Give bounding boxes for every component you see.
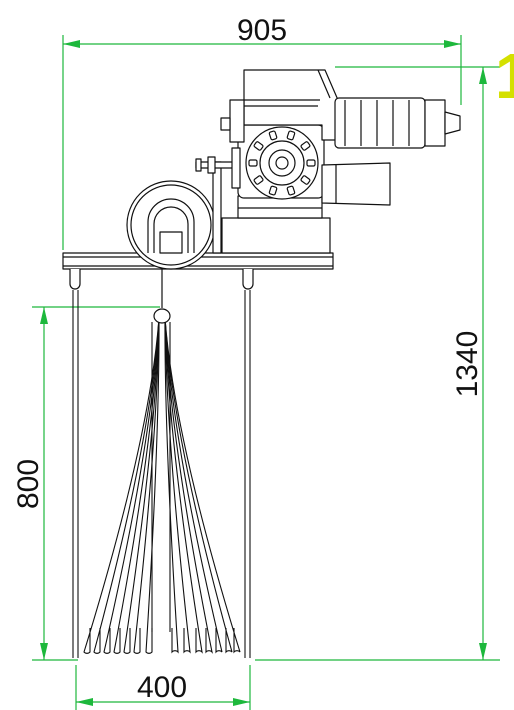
dim-top-arrow-right: [444, 40, 461, 48]
rail-hook-right: [242, 269, 254, 290]
dim-bottom-value: 400: [137, 671, 187, 704]
gear-core: [275, 156, 289, 170]
gear-slot: [300, 141, 311, 151]
cable-strand: [123, 317, 160, 654]
gearbox-flange: [231, 147, 241, 189]
cable-top-loop: [153, 269, 171, 324]
cable-strand: [83, 317, 160, 654]
dim-left-value: 800: [12, 459, 45, 509]
cable-strand: [164, 317, 213, 654]
motor-cylinder: [334, 97, 426, 149]
gear-slot: [248, 159, 258, 167]
dim-right-arrow-bottom: [479, 643, 487, 660]
gear-slot: [286, 185, 296, 196]
motor-pedestal: [221, 217, 331, 254]
motor-end-cap: [424, 99, 446, 147]
support-post: [212, 161, 222, 254]
cable-strand: [113, 317, 160, 654]
cable-strand: [103, 317, 160, 654]
dim-top-value: 905: [237, 14, 287, 47]
dimension-lines: [32, 35, 500, 710]
cable-strand: [164, 317, 191, 654]
dim-left-arrow-bottom: [40, 643, 48, 660]
capacitor-cylinder: [321, 162, 391, 206]
rail-hook-left: [69, 269, 81, 290]
figure-number-badge: 1: [495, 40, 514, 112]
dim-bottom-arrow-right: [233, 698, 250, 706]
gear-slot: [286, 130, 296, 141]
dim-right-arrow-top: [479, 67, 487, 84]
dim-top-arrow-left: [63, 40, 80, 48]
cable-strand: [164, 317, 223, 654]
dim-right-value: 1340: [451, 331, 484, 398]
motor-fins: [344, 100, 410, 146]
gear-slot: [268, 185, 278, 196]
cable-strand: [164, 317, 241, 654]
cable-strand: [164, 317, 203, 654]
motor-cover-tab: [220, 117, 231, 131]
cable-gather-ring: [153, 308, 171, 324]
gear-slot: [253, 141, 264, 151]
gear-slot: [253, 175, 264, 185]
gear-slot: [300, 175, 311, 185]
motor-cover-left: [229, 99, 245, 143]
motor-shaft: [444, 111, 461, 135]
cable-strand: [164, 317, 179, 654]
cable-strand: [145, 317, 160, 654]
gear-slots: [248, 130, 316, 196]
dim-bottom-arrow-left: [76, 698, 93, 706]
drum-clamp: [159, 231, 183, 254]
hanging-cables: [83, 317, 241, 654]
tension-nut-2: [195, 158, 202, 172]
gear-slot: [306, 159, 316, 167]
motor-housing: [243, 69, 339, 141]
cable-strand: [133, 317, 160, 654]
outer-wires: [72, 290, 251, 658]
gear-slot: [268, 130, 278, 141]
cable-strand: [93, 317, 160, 654]
dim-left-arrow-top: [40, 307, 48, 324]
motor-housing-ridge: [317, 69, 331, 99]
motor-assembly: [62, 69, 461, 290]
tension-nut: [207, 156, 216, 174]
